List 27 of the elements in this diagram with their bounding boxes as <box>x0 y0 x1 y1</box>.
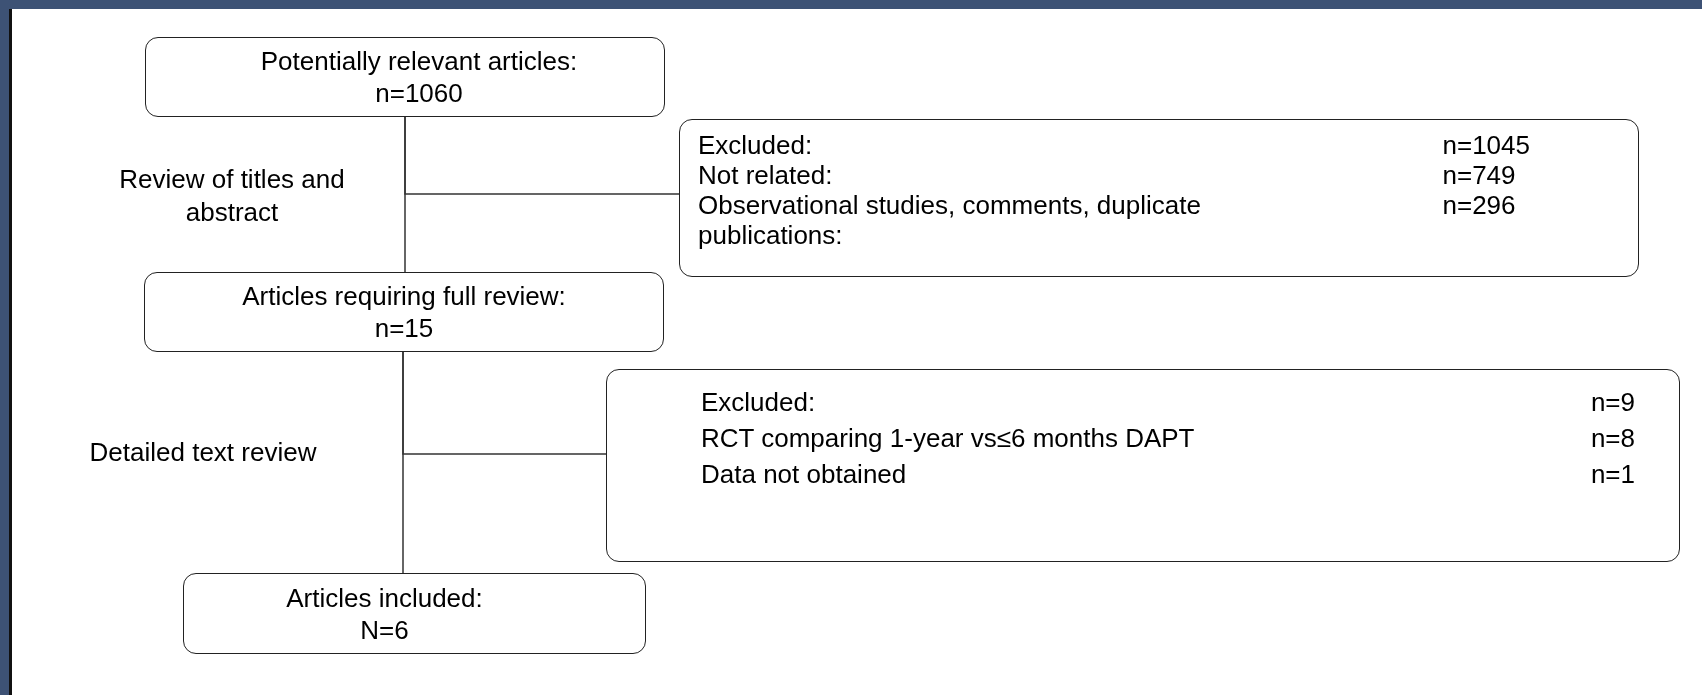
step-label: Review of titles and abstract <box>118 163 346 229</box>
count-text: n=296 <box>1442 190 1517 222</box>
count-text: N=6 <box>360 613 409 646</box>
exclusion-reason: Excluded: <box>701 386 817 419</box>
connector-line <box>402 351 607 455</box>
box-heading: Articles requiring full review: <box>242 280 566 312</box>
process-box <box>183 573 646 654</box>
exclusion-reason: RCT comparing 1-year vs≤6 months DAPT <box>701 422 1196 455</box>
exclusion-box <box>679 119 1639 277</box>
exclusion-reason: Data not obtained <box>701 458 908 491</box>
count-text: n=1 <box>1590 458 1635 491</box>
count-text: n=1060 <box>375 77 463 109</box>
count-text: n=8 <box>1590 422 1635 455</box>
exclusion-reason: Observational studies, comments, duplicate publications: <box>698 190 1202 250</box>
count-text: n=1045 <box>1442 130 1530 160</box>
box-heading: Articles included: <box>286 581 483 614</box>
exclusion-reason: Not related: <box>698 160 834 190</box>
step-label: Detailed text review <box>88 436 318 469</box>
process-box <box>145 37 665 117</box>
count-text: n=9 <box>1590 386 1635 419</box>
process-box <box>144 272 664 352</box>
connector-line <box>404 116 680 195</box>
exclusion-box <box>606 369 1680 562</box>
box-heading: Potentially relevant articles: <box>260 45 578 77</box>
count-text: n=749 <box>1442 160 1517 190</box>
count-text: n=15 <box>374 312 434 344</box>
exclusion-reason: Excluded: <box>698 130 814 160</box>
